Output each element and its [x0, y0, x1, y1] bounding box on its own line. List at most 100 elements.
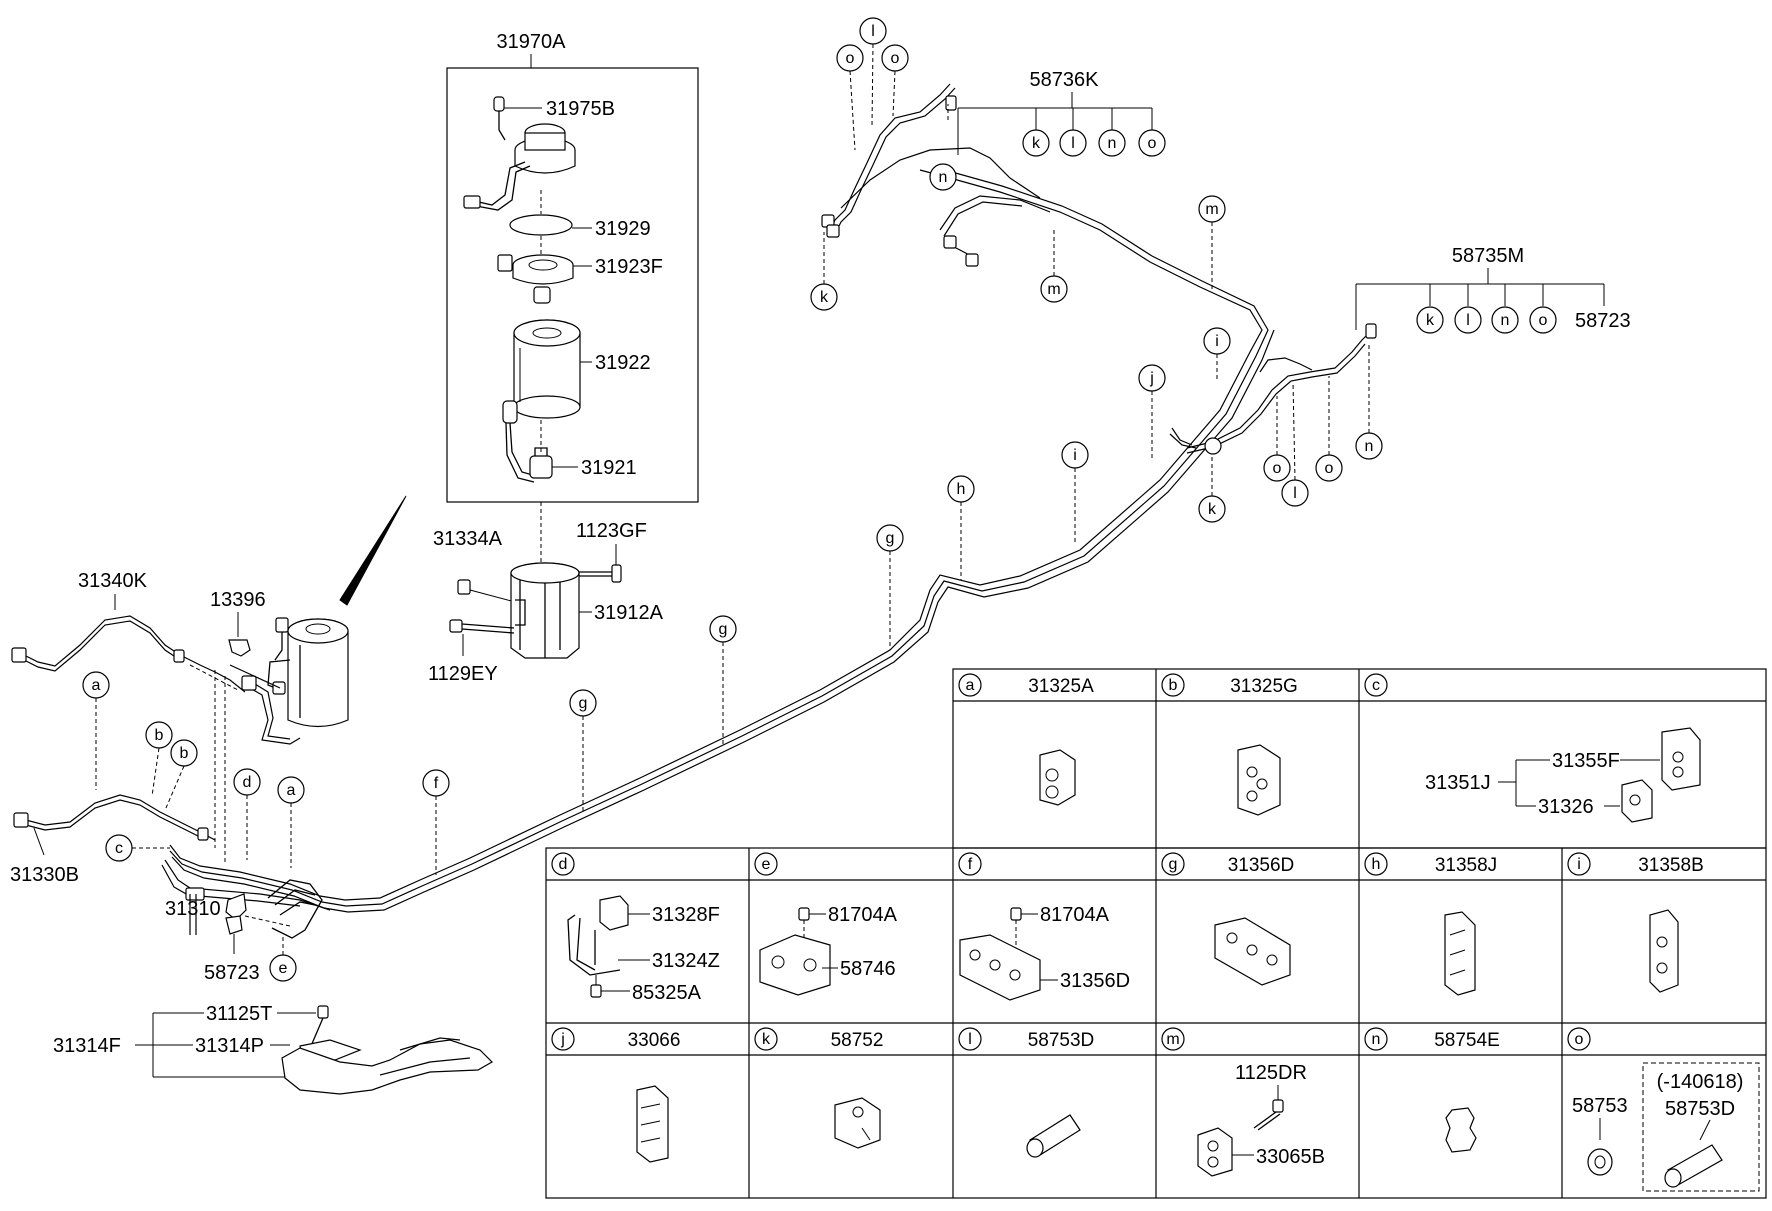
- label-31970A: 31970A: [497, 31, 567, 53]
- pipe-31330B: [21, 794, 216, 841]
- cell-g-clip: [1214, 917, 1291, 986]
- label-31923F: 31923F: [595, 256, 663, 278]
- kit-58736K-callout-n: n: [1108, 135, 1117, 152]
- cell-b-clip: [1237, 744, 1281, 816]
- callout-g-2: g: [719, 621, 728, 638]
- table-key-b: b: [1169, 677, 1178, 694]
- label-31328F: 31328F: [652, 904, 720, 926]
- table-key-h: h: [1372, 856, 1381, 873]
- label-1125DR: 1125DR: [1235, 1062, 1307, 1084]
- label-31324Z: 31324Z: [652, 950, 720, 972]
- part-31922-filter-cartridge: [513, 319, 581, 419]
- label-31921: 31921: [581, 457, 637, 479]
- cell-c-clips: 31351J 31355F 31326: [1425, 727, 1701, 823]
- table-part-l: 58753D: [1028, 1030, 1095, 1051]
- upper-fuel-lines: [821, 83, 1051, 267]
- callout-o-2: o: [891, 50, 900, 67]
- cell-m-clip: 1125DR 33065B: [1197, 1062, 1325, 1177]
- table-part-j: 33066: [628, 1030, 681, 1051]
- label-58735M: 58735M: [1452, 245, 1524, 267]
- callout-a-2: a: [287, 782, 296, 799]
- callout-o-1: o: [846, 50, 855, 67]
- table-part-i: 31358B: [1638, 855, 1704, 876]
- callout-l-1: l: [871, 23, 875, 40]
- engine-filter-housing: [229, 495, 407, 745]
- callout-c-1: c: [115, 840, 123, 857]
- cell-k-clip: [834, 1097, 881, 1149]
- table-part-h: 31358J: [1435, 855, 1497, 876]
- callout-m-1: m: [1205, 201, 1218, 218]
- label-81704A-e: 81704A: [828, 904, 898, 926]
- callout-a-1: a: [92, 677, 101, 694]
- table-key-i: i: [1577, 856, 1581, 873]
- label-1123GF: 1123GF: [576, 520, 647, 542]
- label-31912A: 31912A: [594, 602, 664, 624]
- table-key-a: a: [966, 677, 975, 694]
- table-part-a: 31325A: [1028, 676, 1094, 697]
- label-81704A-f: 81704A: [1040, 904, 1110, 926]
- label-85325A: 85325A: [632, 982, 702, 1004]
- label-31326: 31326: [1538, 796, 1594, 818]
- part-filter-nipple: [533, 286, 551, 304]
- part-31334A-clip: [457, 579, 471, 595]
- pointer-arrow: [339, 495, 407, 606]
- label-31975B: 31975B: [546, 98, 615, 120]
- callout-k-1: k: [820, 289, 829, 306]
- part-1129EY-bolt: [449, 619, 515, 634]
- table-key-k: k: [762, 1031, 771, 1048]
- kit-58735M-callout-n: n: [1501, 312, 1510, 329]
- part-31929-o-ring: [509, 214, 573, 236]
- label-58746: 58746: [840, 958, 896, 980]
- label-31922: 31922: [595, 352, 651, 374]
- callout-l-2: l: [1293, 485, 1297, 502]
- fuel-filter-assembly: 31970A 31975B 31929: [446, 31, 699, 503]
- callout-o-4: o: [1325, 460, 1334, 477]
- skid-plate-group: 31314F 31125T 31314P: [53, 1003, 493, 1095]
- kit-58735M-group: 58735M k l n o 58723: [1355, 245, 1631, 334]
- table-key-n: n: [1372, 1031, 1381, 1048]
- callout-e-1: e: [279, 960, 288, 977]
- callout-n-1: n: [939, 169, 948, 186]
- label-31351J: 31351J: [1425, 772, 1491, 794]
- kit-58735M-callout-l: l: [1466, 312, 1470, 329]
- label-31334A: 31334A: [433, 528, 503, 550]
- table-key-m: m: [1166, 1031, 1179, 1048]
- cell-n-grommet: [1445, 1107, 1477, 1153]
- label-31310: 31310: [165, 898, 221, 920]
- callout-n-2: n: [1365, 438, 1374, 455]
- kit-58736K-callout-k: k: [1032, 135, 1041, 152]
- label-13396: 13396: [210, 589, 266, 611]
- label-58753D-o: 58753D: [1665, 1098, 1735, 1120]
- table-key-f: f: [968, 856, 973, 873]
- label-31340K: 31340K: [78, 570, 148, 592]
- cell-f-clip: [959, 907, 1041, 1001]
- table-part-b: 31325G: [1230, 676, 1298, 697]
- main-fuel-lines: [161, 169, 1275, 935]
- part-31923F-adapter: [497, 254, 574, 285]
- part-31912A-bracket: [510, 562, 580, 659]
- kit-58736K-callout-o: o: [1148, 135, 1157, 152]
- table-part-k: 58752: [831, 1030, 884, 1051]
- label-31314P: 31314P: [195, 1035, 264, 1057]
- cell-e-clip: [759, 907, 831, 996]
- kit-58735M-callout-o: o: [1539, 312, 1548, 329]
- label-1129EY: 1129EY: [428, 663, 498, 685]
- parts-legend-table: a 31325A b 31325G c d e f g 31356D h 313…: [545, 668, 1767, 1199]
- label-33065B: 33065B: [1256, 1146, 1325, 1168]
- cell-l-sleeve: [1026, 1114, 1081, 1158]
- cell-h-clip: [1444, 911, 1476, 996]
- callout-b-1: b: [155, 727, 164, 744]
- part-filter-head: [463, 123, 576, 211]
- callout-i-1: i: [1073, 447, 1077, 464]
- label-31330B: 31330B: [10, 864, 79, 886]
- callout-f-1: f: [434, 775, 439, 792]
- part-58723-clip: [225, 879, 323, 939]
- table-key-o: o: [1575, 1031, 1584, 1048]
- callout-i-2: i: [1215, 333, 1219, 350]
- label-58723-left: 58723: [204, 962, 260, 984]
- callout-j-1: j: [1149, 370, 1154, 387]
- label-58753: 58753: [1572, 1095, 1628, 1117]
- table-key-e: e: [762, 856, 771, 873]
- filter-bracket-group: 31334A 1123GF 31912A 1129EY: [428, 520, 664, 685]
